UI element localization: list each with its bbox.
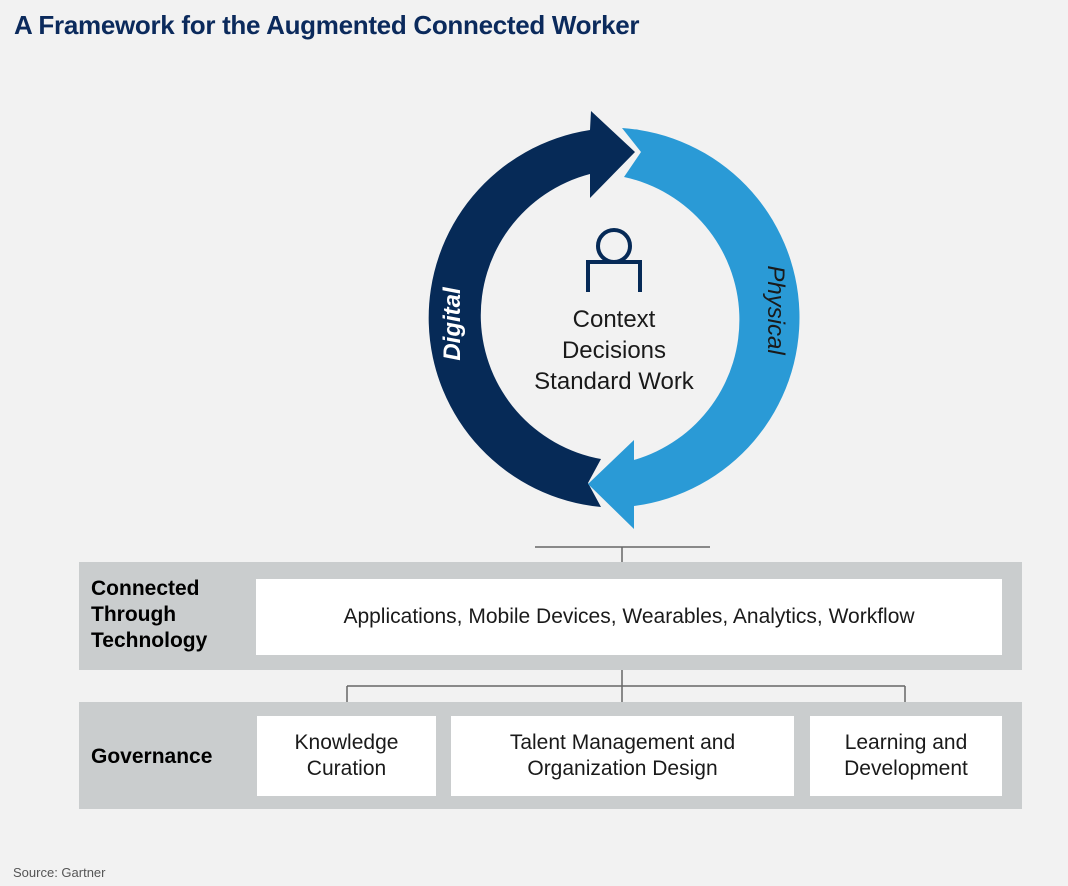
technology-content: Applications, Mobile Devices, Wearables,… (343, 605, 915, 628)
cycle-diagram: Digital Physical (428, 111, 800, 529)
governance-label: Governance (91, 745, 213, 768)
digital-label: Digital (439, 286, 466, 361)
center-line-context: Context (572, 306, 656, 333)
source-note: Source: Gartner (13, 865, 106, 880)
governance-item-talent: Talent Management and Organization Desig… (451, 716, 794, 796)
physical-arrow (588, 128, 800, 529)
technology-label: Connected Through Technology (91, 577, 208, 652)
center-line-decisions: Decisions (561, 337, 667, 364)
digital-arrow (428, 111, 635, 507)
person-icon (586, 228, 642, 292)
center-line-standard-work: Standard Work (534, 368, 694, 395)
technology-band: Connected Through Technology Application… (79, 562, 1022, 670)
governance-band: Governance Knowledge Curation Talent Man… (79, 702, 1022, 809)
technology-content-box: Applications, Mobile Devices, Wearables,… (256, 579, 1002, 655)
governance-item-knowledge: Knowledge Curation (257, 716, 436, 796)
governance-item-learning: Learning and Development (810, 716, 1002, 796)
cycle-center-text: Context Decisions Standard Work (494, 304, 734, 397)
governance-item-label: Knowledge Curation (294, 731, 399, 780)
physical-label: Physical (762, 265, 789, 355)
governance-item-label: Learning and Development (844, 731, 968, 780)
governance-item-label: Talent Management and Organization Desig… (509, 731, 736, 780)
page-title: A Framework for the Augmented Connected … (14, 10, 640, 40)
